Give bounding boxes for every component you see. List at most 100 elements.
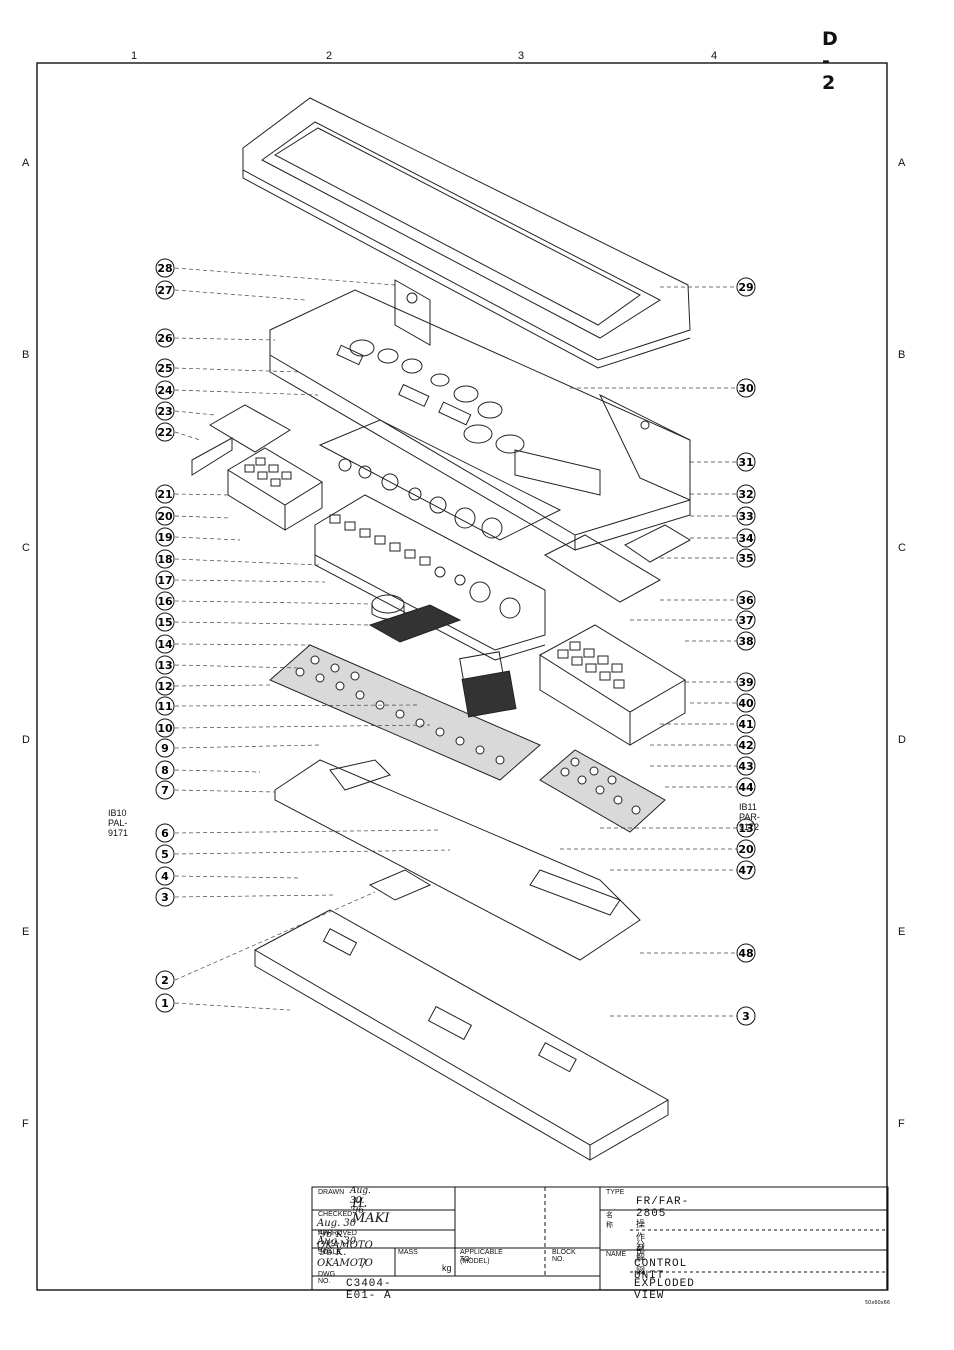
callout-circle [736,452,756,472]
callout-number: 34 [738,532,754,545]
model-label: (MODEL) [460,1258,490,1265]
callout-circle [155,549,175,569]
callout-number: 6 [161,827,169,840]
callout-circle [155,844,175,864]
callout-number: 20 [738,843,754,856]
applicable-label: APPLICABLE TO: [460,1249,503,1263]
callout-left-26: 26 [155,328,175,348]
name-jp-label: 名称 [606,1211,613,1229]
callout-number: 21 [157,488,172,501]
callout-circle [155,718,175,738]
callout-number: 31 [738,456,753,469]
callout-left-11: 11 [155,696,175,716]
callout-circle [736,860,756,880]
grid-col-1: 1 [131,50,138,62]
name-jp-line1: 操作部 [636,1220,646,1256]
callout-number: 27 [157,284,172,297]
callout-right-44: 44 [736,777,756,797]
callout-circle [155,823,175,843]
approved-label: APPROVED [318,1230,357,1237]
callout-left-16: 16 [155,591,175,611]
callout-circle [155,970,175,990]
page-id: D - 2 [822,28,840,94]
callout-left-18: 18 [155,549,175,569]
callout-circle [155,760,175,780]
callout-circle [736,693,756,713]
callout-circle [736,484,756,504]
callout-number: 11 [157,700,172,713]
callout-circle [155,401,175,421]
callout-left-7: 7 [155,780,175,800]
callout-left-10: 10 [155,718,175,738]
name-line2: EXPLODED VIEW [634,1278,695,1302]
callout-left-25: 25 [155,358,175,378]
callout-circle [155,380,175,400]
callout-number: 10 [157,722,173,735]
grid-col-3: 3 [518,50,525,62]
callout-circle [736,714,756,734]
callout-left-1: 1 [155,993,175,1013]
callout-number: 14 [157,638,173,651]
callout-number: 3 [161,891,169,904]
grid-row-a-right: A [898,157,906,169]
callout-circle [155,280,175,300]
grid-row-d-left: D [22,734,30,746]
callout-right-20: 20 [736,839,756,859]
drawn-date: Aug. 30. '96 [350,1186,371,1216]
callout-circle [736,378,756,398]
callout-number: 41 [738,718,753,731]
callout-number: 30 [738,382,754,395]
callout-number: 47 [738,864,753,877]
callout-right-41: 41 [736,714,756,734]
grid-row-e-right: E [898,926,906,938]
callout-circle [736,818,756,838]
callout-right-29: 29 [736,277,756,297]
callout-number: 5 [161,848,169,861]
callout-right-33: 33 [736,506,756,526]
grid-row-c-left: C [22,542,30,554]
footer-code: 50x60x66 [865,1300,891,1306]
callout-number: 3 [742,1010,750,1023]
callout-right-47: 47 [736,860,756,880]
grid-col-4: 4 [711,50,718,62]
dwg-no-value: C3404-E01- A [346,1278,392,1302]
callout-number: 20 [157,510,173,523]
callout-number: 13 [738,822,753,835]
callout-circle [155,866,175,886]
callout-left-14: 14 [155,634,175,654]
callout-right-38: 38 [736,631,756,651]
callout-number: 19 [157,531,172,544]
callout-left-9: 9 [155,738,175,758]
board-label-right: IB11 PAR-9172 [739,802,760,832]
callout-left-8: 8 [155,760,175,780]
callout-circle [155,612,175,632]
callout-right-40: 40 [736,693,756,713]
grid-col-2: 2 [326,50,333,62]
grid-row-b-right: B [898,349,906,361]
callout-left-20: 20 [155,506,175,526]
callout-left-17: 17 [155,570,175,590]
callout-circle [736,839,756,859]
grid-row-b-left: B [22,349,30,361]
callout-right-48: 48 [736,943,756,963]
callout-circle [155,328,175,348]
mass-unit: kg [442,1263,452,1273]
callout-number: 12 [157,680,172,693]
callout-number: 38 [738,635,753,648]
callout-circle [155,258,175,278]
callout-number: 25 [157,362,172,375]
drawn-label: DRAWN [318,1189,345,1196]
drawn-name: H. MAKI [352,1196,390,1226]
scale-value: / [362,1257,366,1270]
callouts-right-group: 2930313233343536373839404142434413204748… [736,277,756,1026]
callout-right-34: 34 [736,528,756,548]
callout-circle [736,777,756,797]
callout-circle [155,738,175,758]
callout-circle [155,993,175,1013]
callout-right-32: 32 [736,484,756,504]
callout-number: 35 [738,552,753,565]
checked-label: CHECKED [318,1211,353,1218]
callout-number: 32 [738,488,753,501]
callout-left-23: 23 [155,401,175,421]
